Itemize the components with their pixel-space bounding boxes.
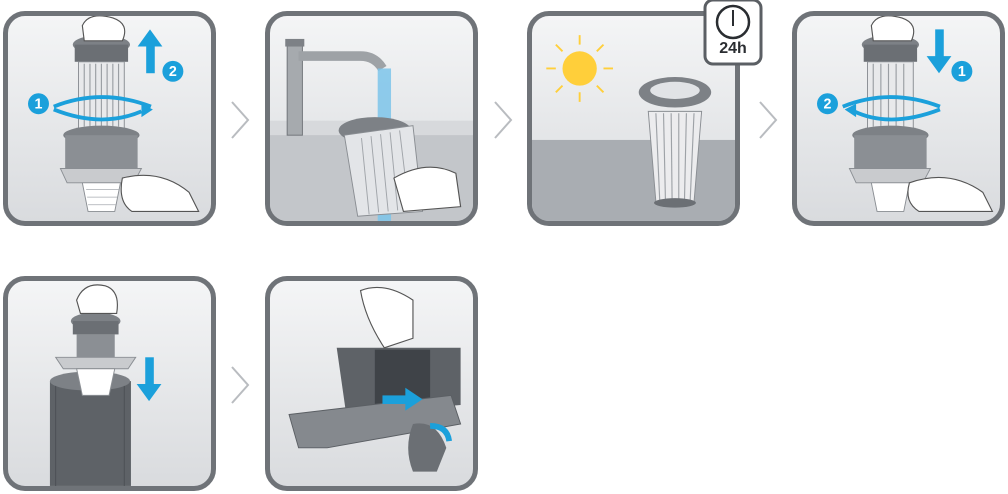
step-1-panel: 1 2 — [3, 11, 216, 226]
filter-icon — [862, 35, 919, 128]
chevron-right-icon — [229, 100, 251, 140]
hand-icon — [871, 16, 913, 41]
hand-icon — [908, 177, 992, 211]
filter-icon — [73, 35, 130, 128]
step-6-panel — [265, 276, 478, 491]
arrow-down-icon — [927, 29, 952, 73]
step-5-panel — [3, 276, 216, 491]
step-badge-2-label: 2 — [824, 96, 832, 112]
arrow-up-icon — [138, 29, 163, 73]
step-4-panel: 1 2 — [792, 11, 1005, 226]
sun-icon — [546, 35, 613, 102]
hand-icon — [361, 287, 413, 347]
chevron-right-icon — [757, 100, 779, 140]
timer-label: 24h — [703, 40, 763, 58]
vacuum-icon — [289, 348, 461, 472]
step-4-illustration: 1 2 — [797, 16, 1000, 221]
arrow-down-icon — [137, 357, 162, 401]
hand-icon — [394, 167, 461, 211]
hand-icon — [121, 175, 198, 211]
step-badge-1-label: 1 — [35, 96, 43, 112]
hand-icon — [77, 285, 118, 314]
hand-icon — [82, 16, 124, 41]
step-1-illustration: 1 2 — [8, 16, 211, 221]
step-badge-2-label: 2 — [169, 64, 177, 80]
step-badge-1-label: 1 — [958, 64, 966, 80]
step-2-illustration — [270, 16, 473, 221]
chevron-right-icon — [229, 365, 251, 405]
chevron-right-icon — [492, 100, 514, 140]
step-2-panel — [265, 11, 478, 226]
step-5-illustration — [8, 281, 211, 486]
step-6-illustration — [270, 281, 473, 486]
